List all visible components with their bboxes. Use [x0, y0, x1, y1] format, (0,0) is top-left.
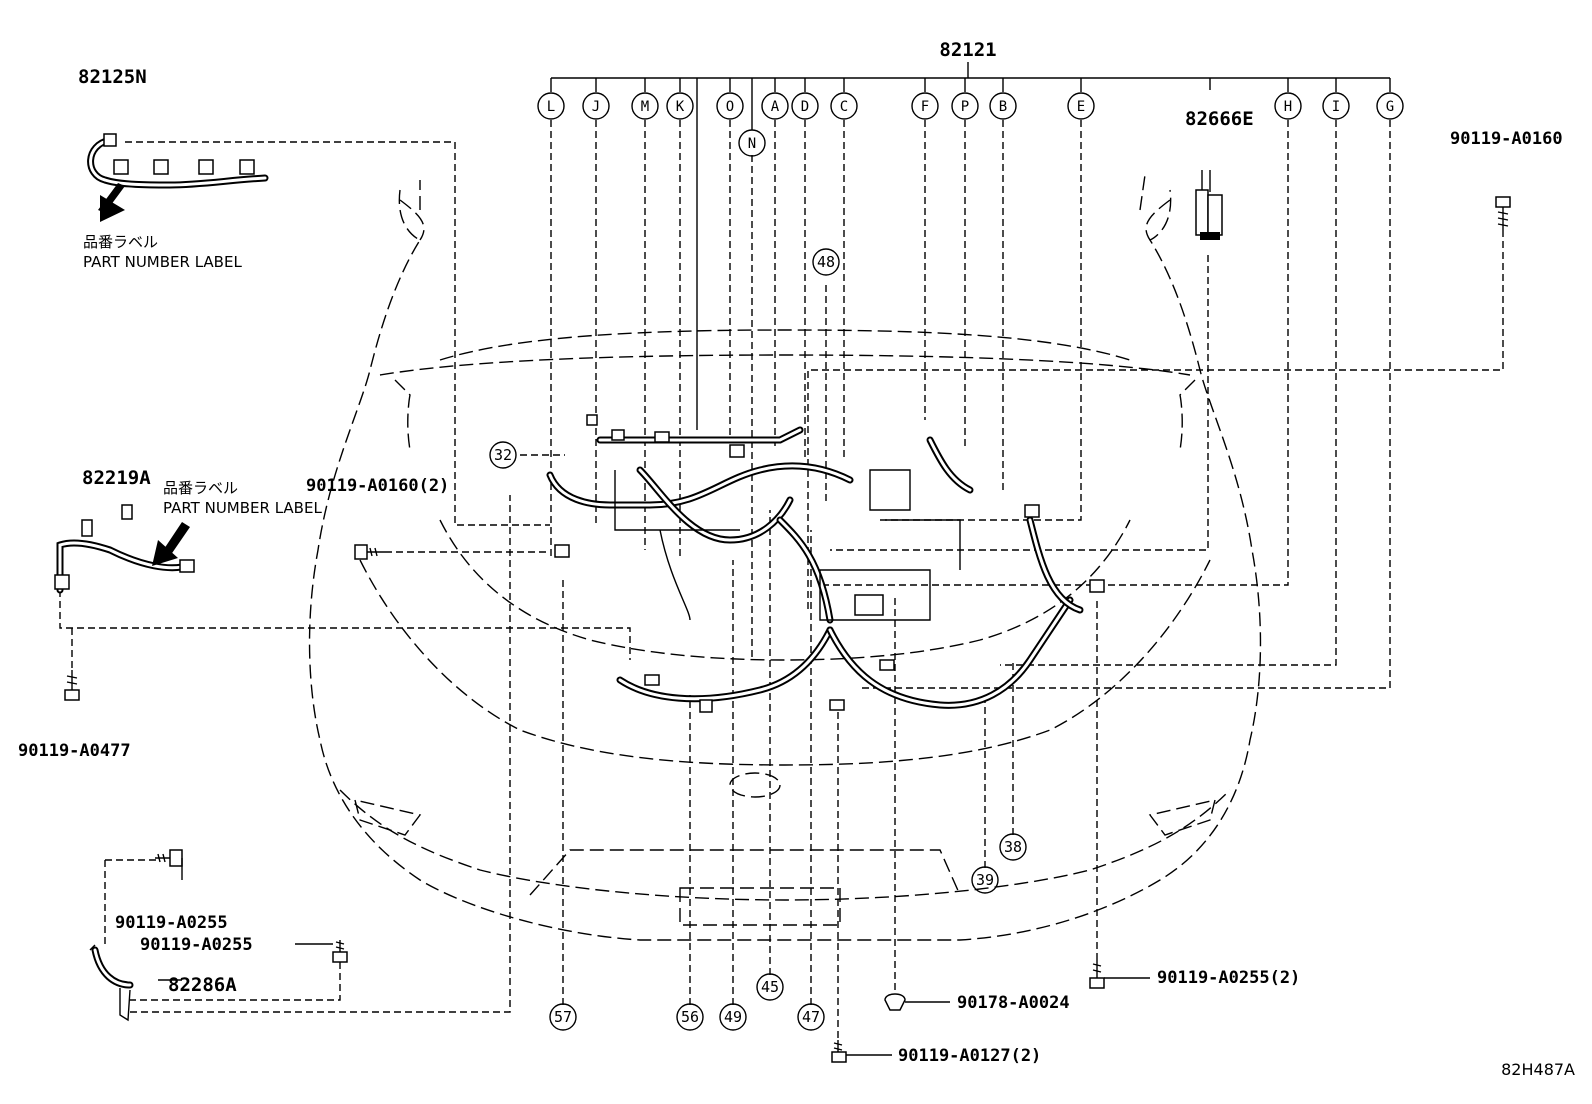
svg-text:C: C [840, 99, 848, 115]
part-number-label-en-2: PART NUMBER LABEL [163, 499, 322, 517]
part-90119-a0160: 90119-A0160 [1450, 129, 1563, 149]
bolt-icon-a0160-right [1495, 196, 1511, 230]
svg-text:P: P [961, 99, 969, 115]
leader-lines [59, 62, 1504, 1038]
svg-text:D: D [801, 99, 809, 115]
svg-text:J: J [592, 99, 600, 115]
callout-F: F [911, 92, 939, 120]
bolt-icon-a0477 [64, 670, 80, 701]
svg-text:E: E [1077, 99, 1085, 115]
callout-P: P [951, 92, 979, 120]
svg-text:F: F [921, 99, 929, 115]
diagram-code: 82H487A [1501, 1060, 1575, 1079]
callout-49: 49 [719, 1003, 747, 1031]
callout-39: 39 [971, 866, 999, 894]
callout-M: M [631, 92, 659, 120]
callout-E: E [1067, 92, 1095, 120]
svg-text:L: L [547, 99, 555, 115]
part-82286a: 82286A [168, 974, 237, 996]
callout-H: H [1274, 92, 1302, 120]
callout-K: K [666, 92, 694, 120]
letter-callouts: L J M K O N A D C F P B E H I G [537, 92, 1404, 157]
svg-text:H: H [1284, 99, 1292, 115]
callout-47: 47 [797, 1003, 825, 1031]
bolt-icon-a0160-2 [354, 544, 385, 560]
callout-B: B [989, 92, 1017, 120]
svg-text:M: M [641, 99, 649, 115]
callout-N: N [738, 129, 766, 157]
part-number-labels: 82121 82125N 82219A 82666E 82286A 90119-… [18, 39, 1563, 1066]
part-82666e: 82666E [1185, 108, 1254, 130]
bolt-icon-a0255-x2 [1089, 960, 1105, 989]
bolt-icon-a0127 [831, 1040, 847, 1063]
part-90119-a0127-x2: 90119-A0127(2) [898, 1046, 1041, 1066]
callout-45: 45 [756, 973, 784, 1001]
svg-text:K: K [676, 99, 685, 115]
callout-38: 38 [999, 833, 1027, 861]
svg-text:N: N [748, 136, 756, 152]
svg-text:47: 47 [802, 1008, 820, 1026]
callout-A: A [761, 92, 789, 120]
part-number-label-notes: 品番ラベル PART NUMBER LABEL 品番ラベル PART NUMBE… [83, 233, 322, 517]
svg-text:48: 48 [817, 253, 835, 271]
number-callouts: 48 32 57 56 49 45 47 39 38 [489, 248, 1027, 1031]
part-number-label-en-1: PART NUMBER LABEL [83, 253, 242, 271]
svg-text:39: 39 [976, 871, 994, 889]
harness-82219a-graphic [54, 504, 195, 594]
callout-J: J [582, 92, 610, 120]
svg-text:49: 49 [724, 1008, 742, 1026]
bolt-icon-a0255-top [155, 849, 183, 867]
vehicle-outline [308, 174, 1262, 941]
part-82121: 82121 [939, 39, 996, 61]
callout-56: 56 [676, 1003, 704, 1031]
part-90119-a0255-2: 90119-A0255 [140, 935, 253, 955]
callout-C: C [830, 92, 858, 120]
clip-icon-a0024 [884, 993, 906, 1011]
svg-text:B: B [999, 99, 1007, 115]
harness-82666e-graphic [1195, 170, 1223, 240]
svg-text:38: 38 [1004, 838, 1022, 856]
part-90119-a0255-x2: 90119-A0255(2) [1157, 968, 1300, 988]
svg-text:A: A [771, 99, 780, 115]
callout-I: I [1322, 92, 1350, 120]
part-number-label-jp-2: 品番ラベル [163, 479, 238, 497]
part-90178-a0024: 90178-A0024 [957, 993, 1070, 1013]
callout-G: G [1376, 92, 1404, 120]
svg-text:57: 57 [554, 1008, 572, 1026]
bolt-icon-a0255-mid [332, 940, 348, 963]
svg-text:45: 45 [761, 978, 779, 996]
svg-text:56: 56 [681, 1008, 699, 1026]
svg-text:O: O [726, 99, 734, 115]
part-90119-a0160-2: 90119-A0160(2) [306, 476, 449, 496]
part-90119-a0255-1: 90119-A0255 [115, 913, 228, 933]
svg-text:32: 32 [494, 446, 512, 464]
harness-82125n-graphic [87, 133, 269, 222]
part-90119-a0477: 90119-A0477 [18, 741, 131, 761]
fasteners [64, 196, 1511, 1063]
callout-D: D [791, 92, 819, 120]
callout-57: 57 [549, 1003, 577, 1031]
part-82219a: 82219A [82, 467, 151, 489]
callout-32: 32 [489, 441, 517, 469]
callout-L: L [537, 92, 565, 120]
callout-O: O [716, 92, 744, 120]
main-harness-82121 [546, 414, 1105, 713]
svg-text:G: G [1386, 99, 1394, 115]
part-82125n: 82125N [78, 66, 147, 88]
harness-82286a-graphic [89, 944, 134, 1022]
callout-48: 48 [812, 248, 840, 276]
part-number-label-jp-1: 品番ラベル [83, 233, 158, 251]
svg-text:I: I [1332, 99, 1340, 115]
